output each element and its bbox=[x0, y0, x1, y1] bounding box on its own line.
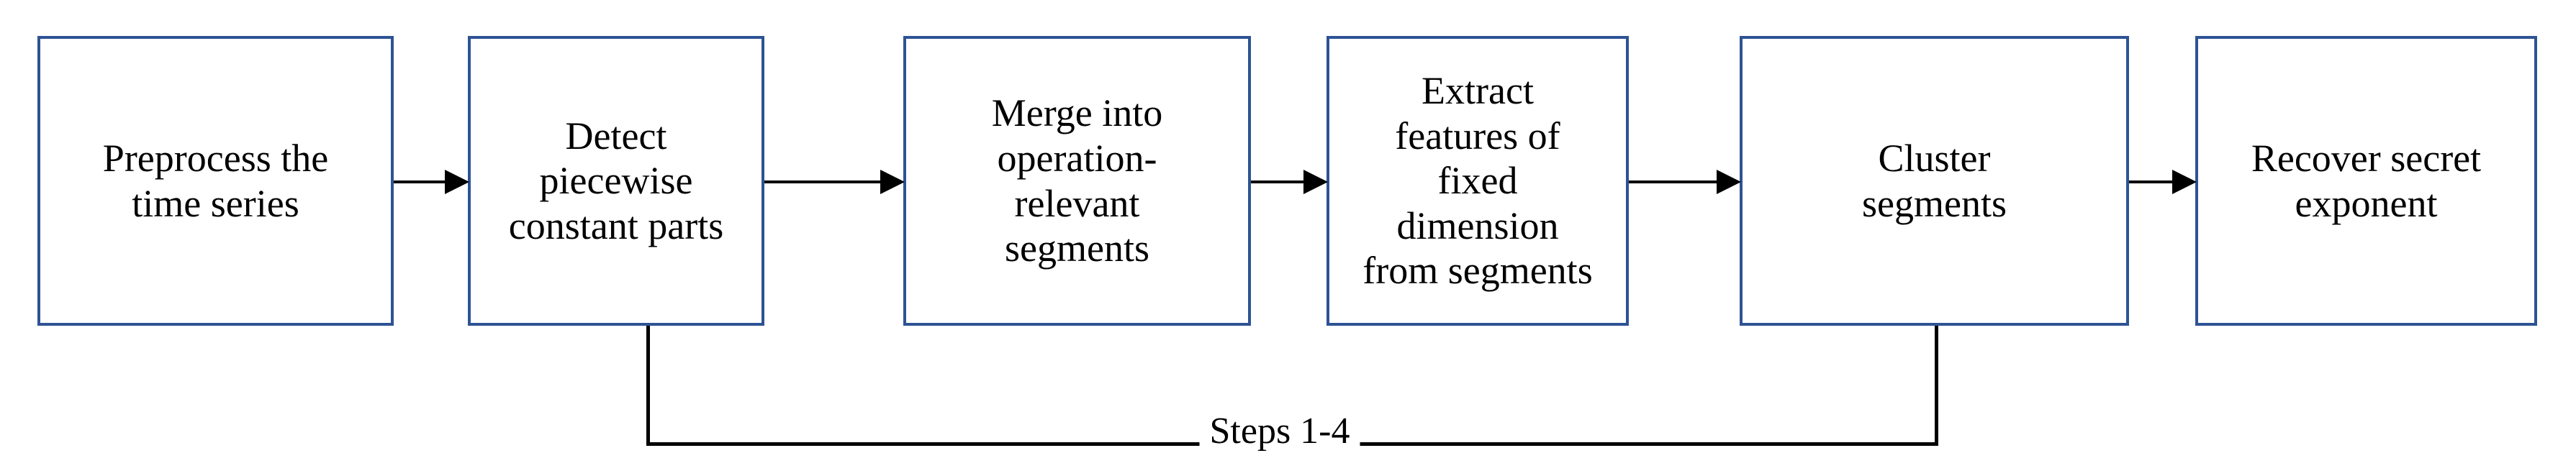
flow-node-detect[interactable]: Detect piecewise constant parts bbox=[468, 36, 764, 326]
arrow-shaft bbox=[1629, 180, 1718, 183]
arrow-shaft bbox=[764, 180, 882, 183]
arrow-head-icon bbox=[2172, 170, 2197, 194]
flow-node-label: Merge into operation- relevant segments bbox=[991, 91, 1163, 270]
arrow-shaft bbox=[394, 180, 446, 183]
arrow-shaft bbox=[1251, 180, 1305, 183]
arrow-head-icon bbox=[1303, 170, 1328, 194]
arrow-head-icon bbox=[445, 170, 469, 194]
flow-node-label: Extract features of fixed dimension from… bbox=[1362, 68, 1593, 293]
flow-node-label: Recover secret exponent bbox=[2251, 136, 2482, 225]
arrow-shaft bbox=[2129, 180, 2174, 183]
flow-node-merge[interactable]: Merge into operation- relevant segments bbox=[903, 36, 1251, 326]
flow-node-preprocess[interactable]: Preprocess the time series bbox=[37, 36, 394, 326]
flow-node-label: Cluster segments bbox=[1862, 136, 2007, 225]
flow-node-recover[interactable]: Recover secret exponent bbox=[2195, 36, 2537, 326]
arrow-head-icon bbox=[880, 170, 905, 194]
flow-node-label: Detect piecewise constant parts bbox=[508, 114, 724, 247]
arrow-head-icon bbox=[1717, 170, 1741, 194]
feedback-loop-label: Steps 1-4 bbox=[1199, 410, 1360, 452]
flow-node-label: Preprocess the time series bbox=[102, 136, 329, 225]
flow-node-cluster[interactable]: Cluster segments bbox=[1740, 36, 2129, 326]
flow-node-extract[interactable]: Extract features of fixed dimension from… bbox=[1327, 36, 1629, 326]
feedback-loop-right-segment bbox=[1934, 326, 1938, 444]
feedback-loop-left-segment bbox=[646, 326, 650, 444]
